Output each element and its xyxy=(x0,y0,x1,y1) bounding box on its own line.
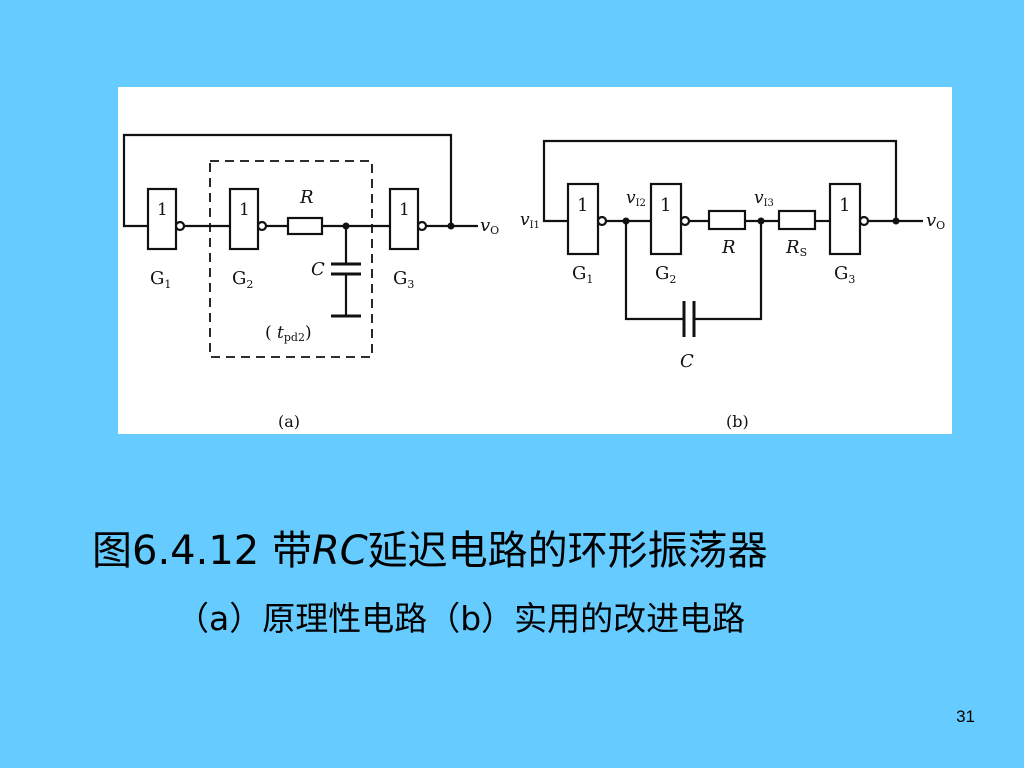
node-dot xyxy=(892,217,900,225)
gate-label-g1-a: G1 xyxy=(150,268,171,291)
gate-symbol-g1-a: 1 xyxy=(157,200,168,220)
node-dot xyxy=(342,222,350,230)
gate-label-g2-b: G2 xyxy=(655,263,676,286)
caption-suffix: 延迟电路的环形振荡器 xyxy=(367,528,768,574)
caption-rc: RC xyxy=(311,528,368,574)
capacitor-label-a: C xyxy=(311,259,325,280)
resistor-s-label-b: RS xyxy=(785,237,807,259)
delay-label-a: ( tpd2) xyxy=(265,323,312,344)
output-label-a: vO xyxy=(480,215,499,237)
output-label-b: vO xyxy=(926,210,945,232)
caption-title: 图6.4.12 带RC延迟电路的环形振荡器 xyxy=(92,527,992,575)
circuit-diagrams: 1 1 1 G1 G2 G3 R C vO ( tpd2) (a) 1 1 1 … xyxy=(122,133,945,431)
node-dot xyxy=(757,217,765,225)
gate-label-g3-a: G3 xyxy=(393,268,414,291)
node-dot xyxy=(447,222,455,230)
gate-label-g3-b: G3 xyxy=(834,263,855,286)
resistor-label-a: R xyxy=(299,187,314,208)
circuit-figure: 1 1 1 G1 G2 G3 R C vO ( tpd2) (a) 1 1 1 … xyxy=(118,87,952,434)
node3-label-b: vI3 xyxy=(754,188,774,209)
caption-subtitle: （a）原理性电路（b）实用的改进电路 xyxy=(176,599,746,638)
page-number: 31 xyxy=(956,707,975,726)
sublabel-a: (a) xyxy=(278,412,300,431)
node2-label-b: vI2 xyxy=(626,188,646,209)
gate-label-g2-a: G2 xyxy=(232,268,253,291)
gate-symbol-g1-b: 1 xyxy=(577,195,588,216)
capacitor-label-b: C xyxy=(680,351,694,372)
caption-prefix: 图6.4.12 带 xyxy=(92,528,312,574)
gate-symbol-g3-a: 1 xyxy=(399,200,410,220)
gate-symbol-g2-b: 1 xyxy=(660,195,671,216)
gate-symbol-g2-a: 1 xyxy=(239,200,250,220)
sublabel-b: (b) xyxy=(726,412,749,431)
gate-symbol-g3-b: 1 xyxy=(839,195,850,216)
input-label-b: vI1 xyxy=(520,210,540,231)
gate-label-g1-b: G1 xyxy=(572,263,593,286)
resistor-label-b: R xyxy=(721,237,736,258)
node-dot xyxy=(622,217,630,225)
